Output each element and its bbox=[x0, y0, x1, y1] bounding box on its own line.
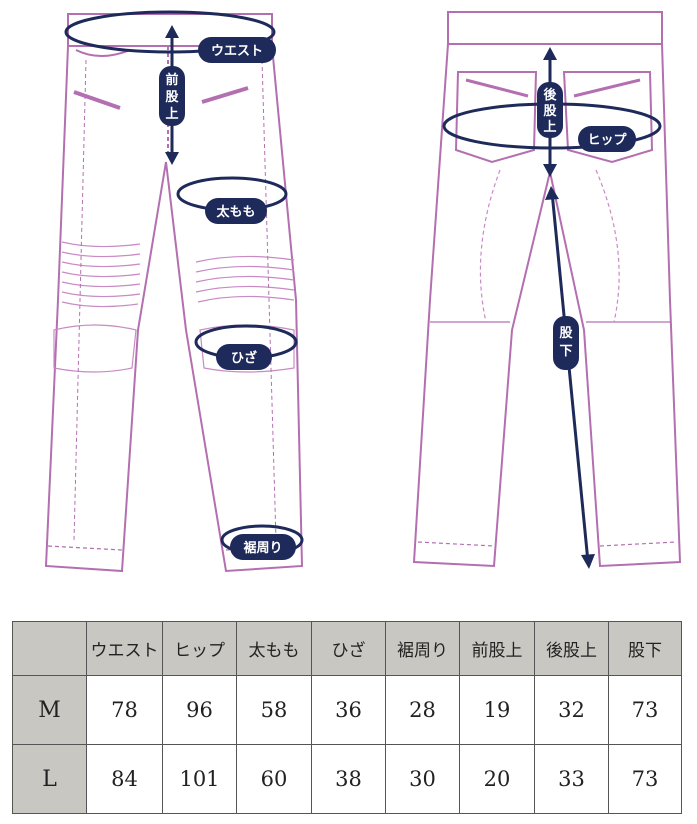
front-rise-label-1: 前 bbox=[165, 72, 178, 88]
front-rise-label-3: 上 bbox=[165, 107, 178, 122]
inseam-arrow-bottom bbox=[581, 554, 595, 569]
m-knee: 36 bbox=[311, 675, 386, 745]
m-back-rise: 32 bbox=[534, 675, 609, 745]
back-waistband bbox=[447, 11, 663, 45]
pants-measurement-diagram: ウエスト 前 股 上 太もも ひざ 裾周り ヒップ bbox=[44, 10, 682, 573]
back-rise-label-2: 股 bbox=[543, 104, 556, 119]
back-zip-right bbox=[573, 78, 641, 98]
front-measurements: ウエスト 前 股 上 太もも ひざ 裾周り bbox=[64, 10, 304, 560]
back-measurements: ヒップ 後 股 上 股 下 bbox=[442, 47, 662, 569]
header-inseam: 股下 bbox=[608, 621, 682, 676]
m-front-rise: 19 bbox=[459, 675, 535, 745]
size-table: ウエスト ヒップ 太もも ひざ 裾周り 前股上 後股上 股下 M 78 96 5… bbox=[12, 621, 682, 814]
zip-pocket-right bbox=[201, 86, 249, 104]
back-view bbox=[412, 11, 682, 568]
waist-badge bbox=[198, 37, 276, 63]
table-row-m: M 78 96 58 36 28 19 32 73 bbox=[12, 675, 682, 745]
back-rise-arrow-top bbox=[543, 47, 557, 60]
back-rise-badge bbox=[537, 82, 563, 138]
m-inseam: 73 bbox=[608, 675, 682, 745]
back-pocket-right bbox=[562, 71, 654, 164]
front-pocket-left bbox=[75, 49, 131, 57]
l-thigh: 60 bbox=[236, 744, 312, 814]
back-panel-seam bbox=[479, 169, 620, 323]
table-header-row: ウエスト ヒップ 太もも ひざ 裾周り 前股上 後股上 股下 bbox=[12, 621, 682, 676]
back-zip-left bbox=[465, 78, 529, 98]
m-hip: 96 bbox=[162, 675, 237, 745]
header-front-rise: 前股上 bbox=[459, 621, 535, 676]
header-hip: ヒップ bbox=[162, 621, 237, 676]
back-rise-label-1: 後 bbox=[543, 87, 557, 103]
header-hem: 裾周り bbox=[385, 621, 460, 676]
knee-badge bbox=[216, 344, 272, 370]
l-waist: 84 bbox=[86, 744, 163, 814]
m-hem: 28 bbox=[385, 675, 460, 745]
waist-label: ウエスト bbox=[211, 44, 263, 59]
zip-pocket-left bbox=[73, 90, 121, 110]
side-seam-left bbox=[73, 59, 87, 541]
l-hip: 101 bbox=[162, 744, 237, 814]
l-knee: 38 bbox=[311, 744, 386, 814]
back-rise-arrow-bottom bbox=[543, 164, 557, 177]
hem-stitch-left bbox=[47, 545, 123, 551]
knee-ribs-right bbox=[195, 255, 295, 303]
inseam-arrow-top bbox=[545, 186, 559, 200]
thigh-label: 太もも bbox=[215, 204, 255, 220]
l-inseam: 73 bbox=[608, 744, 682, 814]
knee-label: ひざ bbox=[231, 350, 257, 366]
inseam-label-1: 股 bbox=[559, 326, 572, 341]
inseam-arrow bbox=[550, 191, 590, 563]
l-hem: 30 bbox=[385, 744, 460, 814]
thigh-badge bbox=[205, 198, 267, 224]
l-front-rise: 20 bbox=[459, 744, 535, 814]
table-corner bbox=[12, 621, 87, 676]
hip-label: ヒップ bbox=[587, 133, 627, 148]
knee-patch-left bbox=[53, 324, 137, 373]
back-hem-stitch bbox=[417, 541, 677, 547]
front-outline bbox=[44, 45, 304, 573]
waist-ellipse bbox=[64, 10, 276, 54]
header-knee: ひざ bbox=[311, 621, 386, 676]
header-back-rise: 後股上 bbox=[534, 621, 609, 676]
front-view bbox=[44, 13, 304, 573]
front-rise-arrow-bottom bbox=[165, 152, 179, 165]
inseam-label-2: 下 bbox=[559, 344, 572, 359]
header-thigh: 太もも bbox=[236, 621, 312, 676]
header-waist: ウエスト bbox=[86, 621, 163, 676]
back-rise-label-3: 上 bbox=[543, 120, 556, 135]
l-back-rise: 33 bbox=[534, 744, 609, 814]
knee-ribs-left bbox=[61, 241, 141, 308]
m-thigh: 58 bbox=[236, 675, 312, 745]
inseam-badge bbox=[553, 316, 579, 370]
hem-badge bbox=[230, 534, 296, 560]
front-rise-label-2: 股 bbox=[165, 90, 178, 105]
table-row-l: L 84 101 60 38 30 20 33 73 bbox=[12, 744, 682, 814]
hem-label: 裾周り bbox=[243, 540, 282, 556]
hip-badge bbox=[578, 126, 636, 152]
size-l: L bbox=[12, 744, 87, 814]
m-waist: 78 bbox=[86, 675, 163, 745]
front-rise-arrow-top bbox=[165, 25, 179, 38]
front-rise-badge bbox=[159, 66, 185, 126]
size-m: M bbox=[12, 675, 87, 745]
side-seam-right bbox=[261, 59, 277, 541]
